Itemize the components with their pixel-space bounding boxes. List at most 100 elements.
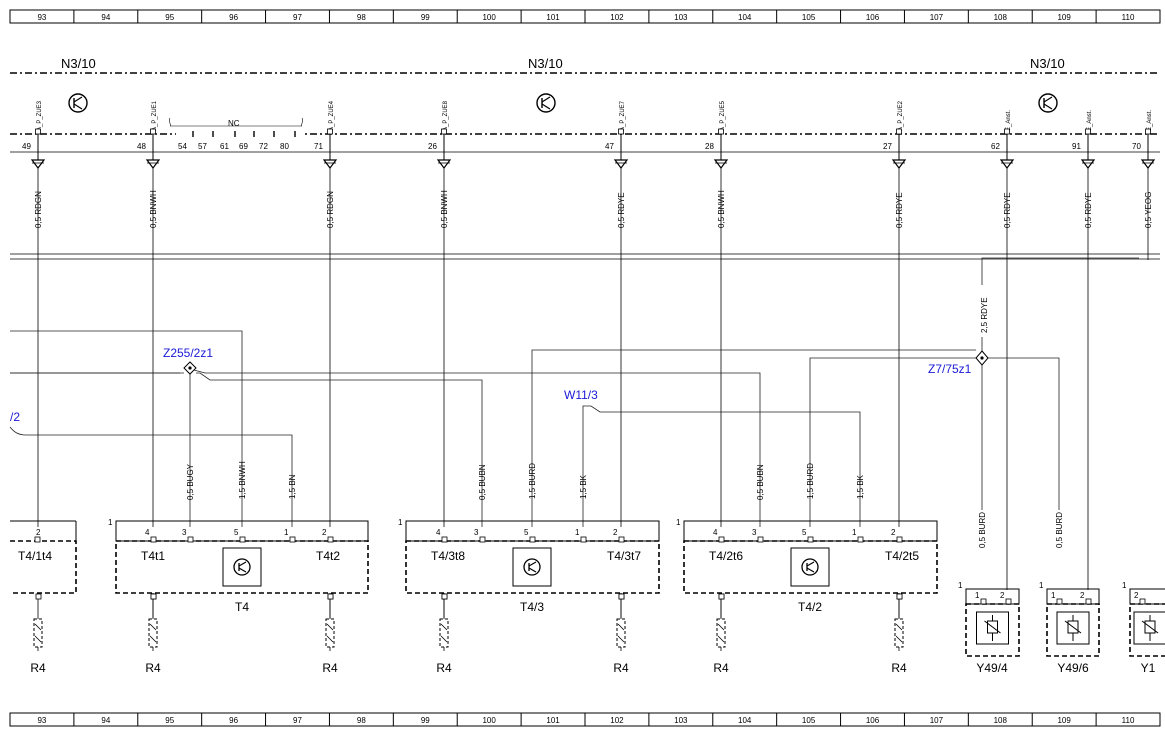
ruler-cell-number: 105 — [802, 13, 816, 22]
ruler-cell-number: 100 — [482, 716, 496, 725]
ecu-pin-signal: A_P_ZUE4 — [329, 100, 335, 131]
suppressor-label: R4 — [713, 661, 729, 675]
ruler-cell-number: 102 — [610, 13, 624, 22]
module-pin-number: 2 — [322, 528, 327, 537]
suppressor-label: R4 — [30, 661, 46, 675]
ecu-pin-terminal — [718, 128, 724, 135]
module-pin-terminal — [618, 536, 625, 543]
ecu-pin-number: 48 — [137, 142, 146, 151]
ruler-cell-number: 108 — [994, 716, 1008, 725]
module-pin-terminal — [857, 536, 864, 543]
ecu-pin-number: 70 — [1132, 142, 1141, 151]
ecu-pin-terminal — [441, 128, 447, 135]
transistor-icon — [1038, 93, 1058, 113]
ruler-cell-number: 104 — [738, 13, 752, 22]
module-wire-label: 1,5 BURD — [806, 463, 815, 499]
module-pin-terminal — [896, 536, 903, 543]
suppressor-r4: R4 — [891, 593, 907, 675]
ecu-pin-terminal — [618, 128, 624, 135]
transistor-icon — [222, 547, 262, 587]
ruler-cell-number: 106 — [866, 13, 880, 22]
nc-pin-number: 72 — [259, 142, 268, 151]
ecu-wire-label: 0,5 YEOG — [1144, 192, 1153, 228]
valve-pin-number: 1 — [975, 591, 980, 600]
ecu-pin-signal: A_P_ZUE1 — [152, 100, 158, 131]
module-pin-number: 5 — [802, 528, 807, 537]
module-name: T4 — [235, 600, 249, 614]
valve-name: Y49/4 — [976, 661, 1008, 675]
ecu-pin-number: 26 — [428, 142, 437, 151]
ruler-cell-number: 102 — [610, 716, 624, 725]
suppressor-label: R4 — [145, 661, 161, 675]
nc-pin-number: 61 — [220, 142, 229, 151]
ruler-cell-number: 98 — [357, 13, 366, 22]
module-pin-terminal — [441, 536, 448, 543]
ruler-cell-number: 94 — [101, 716, 110, 725]
splice-z255: Z255/2z1 — [10, 346, 761, 527]
connector-triangle-icon — [30, 159, 46, 169]
ecu-wire-label: 0,5 RDGN — [326, 191, 335, 228]
module-name: T4/3 — [520, 600, 544, 614]
module-pin-number: 3 — [752, 528, 757, 537]
ecu-pin-number: 49 — [22, 142, 31, 151]
ecu-pin-number: 71 — [314, 142, 323, 151]
transistor-icon — [536, 93, 556, 113]
module-pin-terminal — [327, 536, 334, 543]
module-pin-number: 5 — [234, 528, 239, 537]
solenoid-icon — [976, 611, 1009, 645]
ecu-pin-number: 27 — [883, 142, 892, 151]
module-corner-pin: 1 — [398, 518, 403, 527]
module-wire-label: 1,5 BK — [856, 474, 865, 499]
ruler-cell-number: 101 — [546, 13, 560, 22]
ruler-cell-number: 103 — [674, 13, 688, 22]
suppressor-label: R4 — [613, 661, 629, 675]
ecu-pin-terminal — [1085, 128, 1091, 135]
suppressor-resistor-icon — [325, 618, 335, 648]
suppressor-r4: R4 — [713, 593, 729, 675]
ruler-cell-number: 94 — [101, 13, 110, 22]
connector-triangle-icon — [145, 159, 161, 169]
ecu-pin-terminal — [896, 128, 902, 135]
suppressor-label: R4 — [436, 661, 452, 675]
ground-w11-label: W11/3 — [564, 388, 598, 402]
module-pin-number: 1 — [575, 528, 580, 537]
ecu-pin-terminal — [35, 128, 41, 135]
ruler-cell-number: 107 — [930, 13, 944, 22]
ecu-pin-number: 28 — [705, 142, 714, 151]
valve-pin-number: 2 — [1080, 591, 1085, 600]
module-wire-label: 1,5 BK — [579, 474, 588, 499]
module-pin-terminal — [718, 536, 725, 543]
ecu-pin-signal: A_P_ZUE5 — [720, 100, 726, 131]
connector-triangle-icon — [891, 159, 907, 169]
suppressor-r4: R4 — [436, 593, 452, 675]
suppressor-r4: R4 — [30, 593, 46, 675]
ecu-pin-terminal — [327, 128, 333, 135]
connector-triangle-icon — [999, 159, 1015, 169]
module-pin-terminal — [289, 536, 296, 543]
splice-z7-label: Z7/75z1 — [928, 362, 972, 376]
module-pin-number: 1 — [284, 528, 289, 537]
module-pin-terminal — [150, 536, 157, 543]
module-corner-pin: 1 — [108, 518, 113, 527]
module-corner-pin: 1 — [676, 518, 681, 527]
module-pin-number: 4 — [436, 528, 441, 537]
connector-triangle-icon — [322, 159, 338, 169]
ecu-pin-signal: E_Anst. — [1006, 110, 1012, 131]
splice-z7-wire-label: 2,5 RDYE — [980, 297, 989, 333]
ruler-cell-number: 108 — [994, 13, 1008, 22]
valve-wire-label: 0,5 BURD — [1055, 512, 1064, 548]
connector-triangle-icon — [436, 159, 452, 169]
splice-z255-label: Z255/2z1 — [163, 346, 213, 360]
module-name: T4/2 — [798, 600, 822, 614]
solenoid-icon — [1133, 611, 1165, 645]
ecu-pin-signal: E_Anst. — [1087, 110, 1093, 131]
ecu-pin-number: 91 — [1072, 142, 1081, 151]
ruler-cell-number: 99 — [421, 716, 430, 725]
ruler-cell-number: 103 — [674, 716, 688, 725]
ecu-pin-terminal — [150, 128, 156, 135]
ecu-label-left: N3/10 — [61, 56, 96, 71]
